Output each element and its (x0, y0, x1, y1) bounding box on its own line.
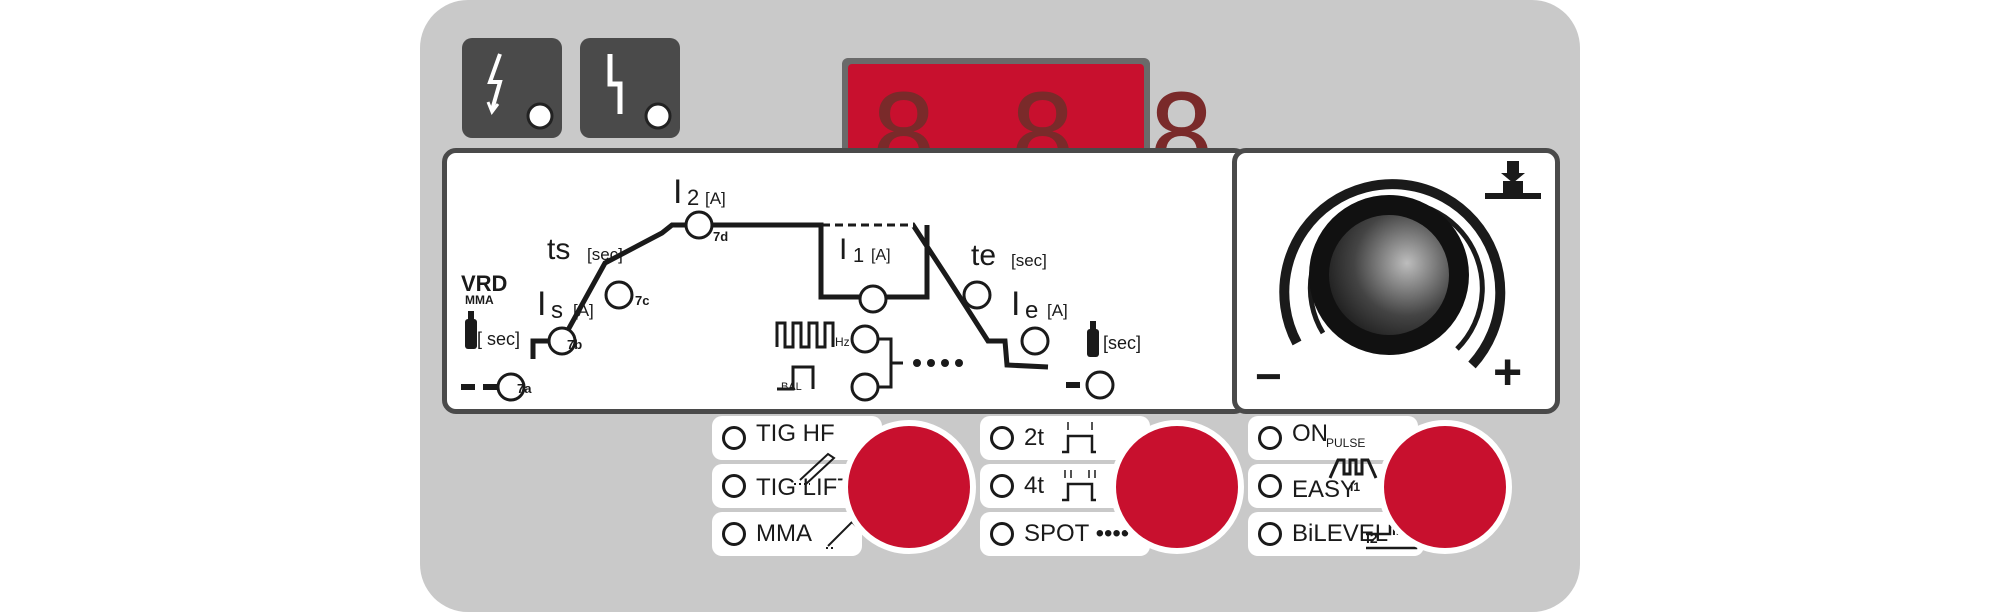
te-unit: [sec] (1011, 251, 1047, 270)
weld-cycle-curve (461, 210, 1115, 402)
process-select-button[interactable] (842, 420, 976, 554)
i1-sub: 1 (853, 245, 865, 267)
remote-lightning-button[interactable] (462, 38, 562, 138)
label-2t: 2t (1024, 424, 1045, 451)
hz-label: Hz (835, 335, 850, 349)
2t-cycle-icon (1062, 422, 1096, 454)
label-bilevel-i2: I2 (1366, 530, 1378, 546)
option-bilevel[interactable]: BiLEVEL I2 I1 (1248, 512, 1424, 556)
tag-7d: 7d (713, 229, 729, 244)
i2-sub: 2 (687, 185, 700, 210)
knob-minus: − (1255, 350, 1282, 402)
post-gas-label: [sec] (1103, 333, 1142, 353)
te-label: te (971, 239, 997, 272)
led-2t (990, 426, 1014, 450)
pulse-select-button[interactable] (1378, 420, 1512, 554)
led-pulse-on (1258, 426, 1282, 450)
vrd-label: VRD (461, 271, 508, 296)
is-label: I (537, 285, 547, 323)
pre-gas-label: [ sec] (477, 329, 521, 349)
bal-label: BAL (781, 381, 802, 393)
label-tig-hf: TIG HF (756, 420, 835, 447)
weld-cycle-diagram: VRD MMA [ sec] I s [A] ts [sec] I 2 [A] … (442, 148, 1248, 414)
mma-label: MMA (465, 293, 494, 307)
led-mma (722, 522, 746, 546)
ie-sub: e (1025, 297, 1039, 324)
label-pulse-i1: I1 (1350, 480, 1361, 494)
label-pulse-on: ON (1292, 420, 1328, 447)
pulse-wave-icon (1328, 458, 1378, 479)
ts-unit: [sec] (587, 245, 623, 264)
label-4t: 4t (1024, 472, 1045, 499)
label-mma: MMA (756, 520, 812, 547)
trigger-select-button[interactable] (1110, 420, 1244, 554)
label-tig-lift: TIG LIFT (756, 474, 852, 501)
i2-unit: [A] (705, 189, 726, 208)
label-easy: EASY (1292, 476, 1357, 503)
i1-unit: [A] (871, 247, 891, 264)
tag-7a: 7a (517, 381, 532, 396)
led-bilevel (1258, 522, 1282, 546)
knob-area: − + (1232, 148, 1560, 414)
ie-unit: [A] (1047, 301, 1068, 320)
is-unit: [A] (573, 301, 594, 320)
is-sub: s (551, 297, 563, 324)
tag-7b: 7b (567, 337, 583, 352)
label-pulse: PULSE (1326, 436, 1366, 450)
i1-label: I (839, 233, 848, 266)
ie-label: I (1011, 285, 1021, 323)
tag-7c: 7c (635, 293, 650, 308)
encoder-knob[interactable] (1237, 153, 1555, 409)
led-tig-lift (722, 474, 746, 498)
led-4t (990, 474, 1014, 498)
ts-label: ts (547, 233, 571, 266)
label-spot: SPOT •••• (1024, 520, 1130, 547)
knob-plus: + (1493, 344, 1523, 400)
led-easy (1258, 474, 1282, 498)
torch-icon (794, 452, 836, 485)
4t-cycle-icon (1062, 470, 1096, 502)
remote-step-button[interactable] (580, 38, 680, 138)
option-mma[interactable]: MMA (712, 512, 862, 556)
led-tig-hf (722, 426, 746, 450)
step-lightning-icon (607, 54, 672, 130)
i2-label: I (673, 173, 683, 211)
lightning-icon (486, 53, 554, 130)
led-spot (990, 522, 1014, 546)
